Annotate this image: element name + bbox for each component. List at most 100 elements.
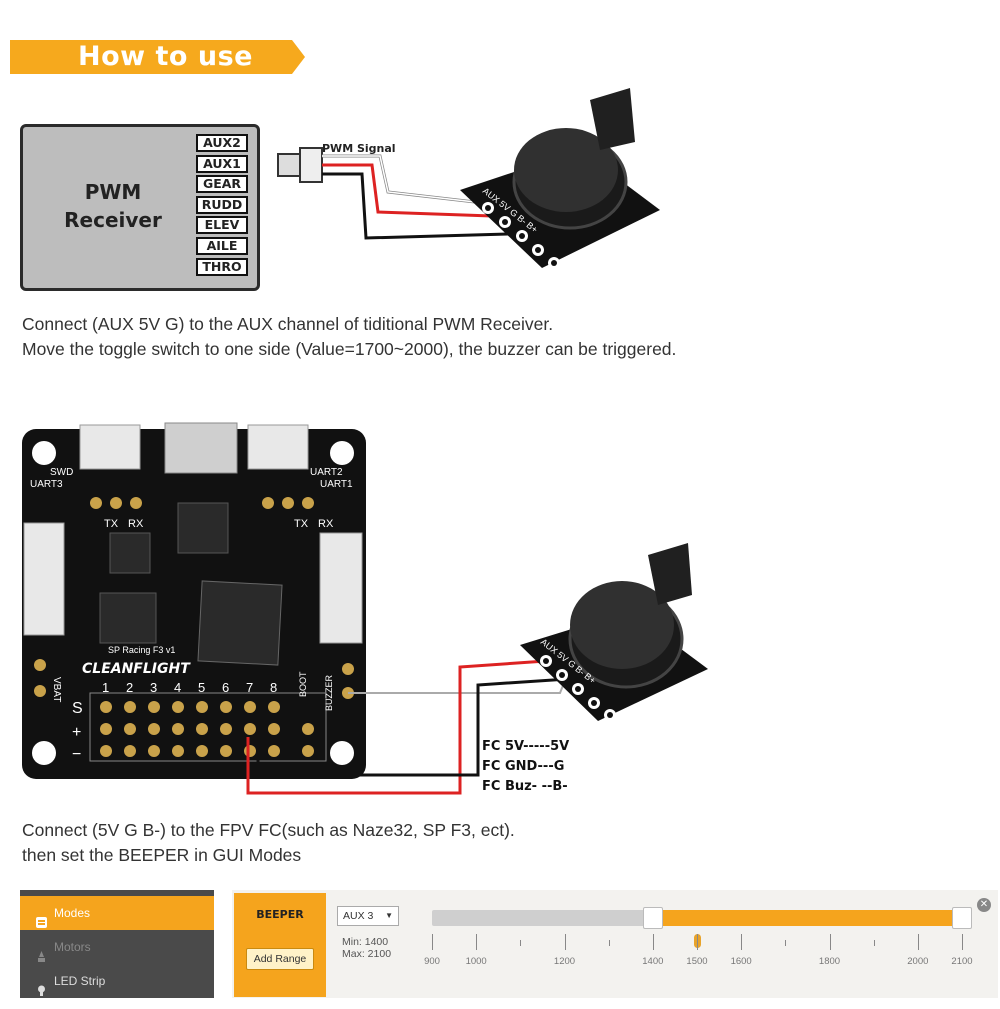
tx-label-left: TX bbox=[104, 518, 119, 530]
scale-tick-label: 2100 bbox=[951, 956, 973, 967]
channel-aile: AILE bbox=[196, 236, 248, 255]
scale-tick-label: 1600 bbox=[730, 956, 752, 967]
brand-logo: CLEANFLIGHT bbox=[82, 661, 191, 677]
top-wiring-diagram: AUX 5V G B- B+ bbox=[277, 88, 660, 269]
scale-tick bbox=[476, 934, 478, 950]
scale-tick bbox=[962, 934, 963, 950]
channel-aux2: AUX2 bbox=[196, 134, 248, 152]
aux-channel-select[interactable]: AUX 3 ▼ bbox=[337, 906, 399, 926]
motors-icon bbox=[36, 941, 47, 962]
range-slider-max-handle[interactable] bbox=[952, 907, 972, 929]
buzzer-signal-wire bbox=[348, 672, 569, 694]
gui-sidebar: Modes Motors LED Strip bbox=[20, 890, 214, 998]
range-min-max: Min: 1400 Max: 2100 bbox=[342, 936, 391, 960]
sidebar-item-label: LED Strip bbox=[54, 974, 106, 988]
scale-tick bbox=[741, 934, 743, 950]
scale-tick bbox=[917, 934, 919, 950]
sidebar-item-label: Modes bbox=[54, 906, 91, 920]
rx-label-left: RX bbox=[128, 518, 144, 530]
instruction-line: then set the BEEPER in GUI Modes bbox=[22, 845, 302, 865]
sidebar-item-motors[interactable]: Motors bbox=[20, 930, 214, 964]
uart3-label: UART3 bbox=[30, 479, 63, 490]
minus-row-label: − bbox=[72, 746, 81, 763]
scale-tick bbox=[564, 934, 566, 950]
svg-text:4: 4 bbox=[174, 680, 181, 695]
pin-number-labels: 1 2 3 4 5 6 7 8 bbox=[102, 680, 277, 695]
range-slider-min-handle[interactable] bbox=[642, 907, 663, 929]
instructions-fc: Connect (5V G B-) to the FPV FC(such as … bbox=[22, 818, 515, 868]
svg-text:2: 2 bbox=[126, 680, 133, 695]
receiver-label: PWM Receiver bbox=[64, 180, 162, 232]
pwm-connector bbox=[277, 147, 323, 183]
fc-connection-labels: FC 5V-----5V FC GND---G FC Buz- --B- bbox=[482, 737, 569, 797]
range-max: Max: 2100 bbox=[342, 948, 392, 960]
receiver-channel-list: AUX2 AUX1 GEAR RUDD ELEV AILE THRO bbox=[196, 134, 252, 278]
pin-header-pads bbox=[34, 659, 354, 757]
close-icon[interactable]: ✕ bbox=[977, 898, 991, 912]
uart2-label: UART2 bbox=[310, 467, 343, 478]
range-slider-fill bbox=[652, 910, 962, 926]
ground-wire bbox=[322, 172, 509, 240]
channel-aux1: AUX1 bbox=[196, 154, 248, 173]
scale-tick bbox=[697, 934, 698, 950]
scale-tick-label: 1500 bbox=[686, 956, 708, 967]
svg-text:3: 3 bbox=[150, 680, 157, 695]
scale-tick-label: 1000 bbox=[465, 956, 487, 967]
buzzer-module: AUX 5V G B- B+ bbox=[460, 88, 660, 269]
connection-gnd: FC GND---G bbox=[482, 759, 565, 774]
mode-name: BEEPER bbox=[256, 908, 304, 921]
scale-tick bbox=[829, 934, 831, 950]
channel-thro: THRO bbox=[196, 257, 248, 276]
connection-5v: FC 5V-----5V bbox=[482, 739, 570, 754]
signal-wire bbox=[322, 154, 489, 206]
channel-rudd: RUDD bbox=[196, 195, 248, 214]
buzzer-module-fc: AUX 5V G B- B+ bbox=[520, 543, 708, 721]
led-strip-icon bbox=[36, 975, 47, 996]
buzzer-label: BUZZER bbox=[324, 674, 334, 711]
svg-text:8: 8 bbox=[270, 680, 277, 695]
swd-label: SWD bbox=[50, 467, 73, 478]
instructions-receiver: Connect (AUX 5V G) to the AUX channel of… bbox=[22, 312, 676, 362]
range-min: Min: 1400 bbox=[342, 936, 389, 948]
mode-box bbox=[234, 893, 326, 997]
connection-buz: FC Buz- --B- bbox=[482, 779, 568, 794]
scale-tick-label: 1400 bbox=[642, 956, 664, 967]
pwm-signal-label: PWM Signal bbox=[322, 142, 396, 155]
scale-tick-label: 1200 bbox=[553, 956, 576, 967]
scale-tick bbox=[608, 940, 610, 946]
tx-label-right: TX bbox=[294, 518, 309, 530]
scale-tick-label: 1800 bbox=[818, 956, 841, 967]
svg-text:5: 5 bbox=[198, 680, 205, 695]
scale-tick bbox=[432, 934, 433, 950]
board-name: SP Racing F3 v1 bbox=[108, 645, 175, 655]
chevron-down-icon: ▼ bbox=[385, 911, 393, 920]
add-range-button[interactable]: Add Range bbox=[246, 948, 314, 970]
fc-gnd-wire bbox=[256, 677, 569, 777]
fc-board: SWD UART3 UART2 UART1 TX RX TX RX SP Rac… bbox=[22, 422, 366, 779]
uart1-label: UART1 bbox=[320, 479, 353, 490]
instruction-line: Connect (AUX 5V G) to the AUX channel of… bbox=[22, 314, 554, 334]
svg-text:6: 6 bbox=[222, 680, 229, 695]
aux-selected-value: AUX 3 bbox=[343, 910, 374, 922]
scale-tick-label: 2000 bbox=[907, 956, 929, 967]
vbat-label: VBAT bbox=[51, 677, 62, 702]
signal-row-label: S bbox=[72, 700, 83, 717]
svg-text:7: 7 bbox=[246, 680, 253, 695]
fc-5v-wire bbox=[246, 659, 547, 795]
channel-elev: ELEV bbox=[196, 216, 248, 235]
scale-tick bbox=[520, 940, 522, 946]
scale-tick bbox=[652, 934, 654, 950]
instruction-line: Connect (5V G B-) to the FPV FC(such as … bbox=[22, 820, 515, 840]
channel-gear: GEAR bbox=[196, 175, 248, 194]
sidebar-item-label: Motors bbox=[54, 940, 91, 954]
power-wire bbox=[322, 163, 493, 218]
scale-tick bbox=[785, 940, 787, 946]
boot-label: BOOT bbox=[298, 671, 308, 697]
title-banner bbox=[10, 40, 305, 74]
modes-icon bbox=[36, 907, 47, 928]
instruction-line: Move the toggle switch to one side (Valu… bbox=[22, 339, 677, 359]
sidebar-item-led-strip[interactable]: LED Strip bbox=[20, 964, 214, 998]
sidebar-item-modes[interactable]: Modes bbox=[20, 896, 214, 930]
flight-controller-diagram: SWD UART3 UART2 UART1 TX RX TX RX SP Rac… bbox=[22, 422, 708, 795]
svg-text:1: 1 bbox=[102, 680, 109, 695]
